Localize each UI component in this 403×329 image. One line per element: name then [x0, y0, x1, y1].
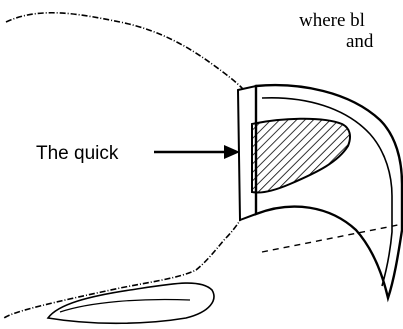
note-text-line-2: and: [346, 31, 374, 52]
note-text-line-1: where bl: [299, 10, 365, 31]
paw-fur-outline: [4, 13, 246, 318]
claw-outer: [256, 85, 402, 298]
quick-label: The quick: [36, 143, 119, 164]
